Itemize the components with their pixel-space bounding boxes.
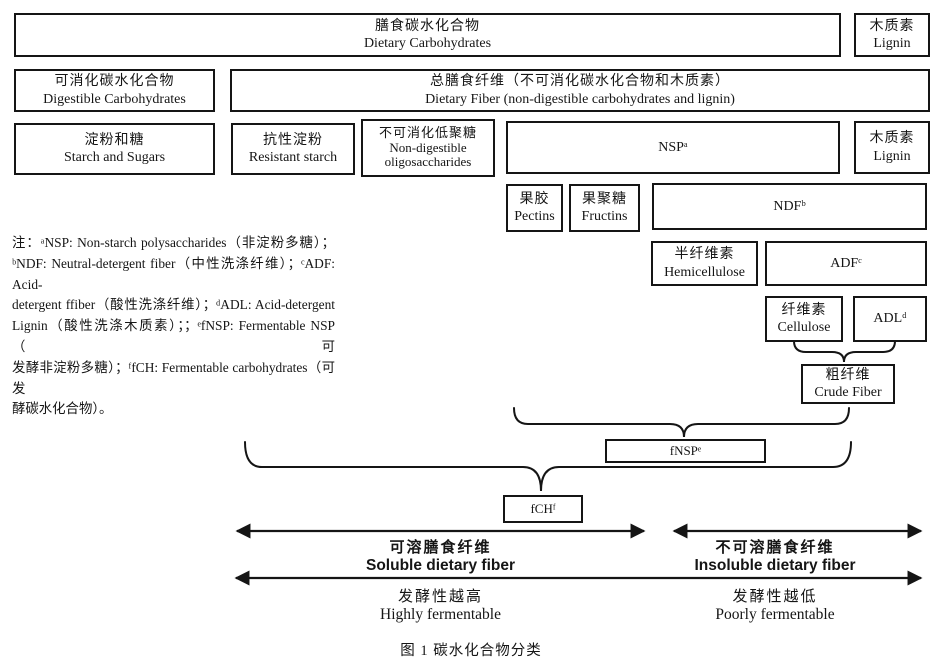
box-fnsp-label: fNSPᵉ	[669, 443, 702, 459]
label-insoluble-zh: 不可溶膳食纤维	[715, 539, 835, 556]
box-fructins-zh: 果聚糖	[582, 191, 627, 207]
footnote-line: detergent ffiber（酸性洗涤纤维）；ᵈADL: Acid-dete…	[12, 297, 335, 313]
box-resistant-starch-en: Resistant starch	[248, 150, 338, 165]
box-hemicellulose: 半纤维素 Hemicellulose	[651, 241, 758, 286]
box-hemicellulose-en: Hemicellulose	[664, 264, 745, 280]
box-pectins-zh: 果胶	[519, 191, 550, 207]
label-poorly-fermentable-en: Poorly fermentable	[715, 606, 835, 623]
box-lignin-right-en: Lignin	[873, 148, 911, 164]
box-digestible-carbohydrates-zh: 可消化碳水化合物	[54, 74, 175, 90]
box-lignin-top: 木质素 Lignin	[854, 13, 930, 57]
box-digestible-carbohydrates-en: Digestible Carbohydrates	[43, 91, 186, 107]
figure-caption: 图 1 碳水化合物分类	[400, 643, 542, 659]
label-poorly-fermentable-zh: 发酵性越低	[732, 589, 818, 605]
box-resistant-starch-zh: 抗性淀粉	[263, 132, 323, 148]
footnote-line: Lignin（酸性洗涤木质素）；；ᵉfNSP: Fermentable NSP（…	[12, 318, 335, 354]
box-crude-fiber-zh: 粗纤维	[825, 367, 871, 383]
box-lignin-top-zh: 木质素	[869, 18, 915, 34]
box-ndf-label: NDFᵇ	[773, 198, 806, 214]
box-digestible-carbohydrates: 可消化碳水化合物 Digestible Carbohydrates	[14, 69, 215, 112]
box-starch-and-sugars-en: Starch and Sugars	[63, 150, 166, 165]
box-crude-fiber: 粗纤维 Crude Fiber	[801, 364, 895, 404]
box-starch-and-sugars-zh: 淀粉和糖	[84, 132, 145, 148]
box-non-digestible-oligosaccharides-en: Non-digestible oligosaccharides	[384, 139, 472, 170]
box-adf-label: ADFᶜ	[830, 255, 862, 271]
box-cellulose-zh: 纤维素	[781, 302, 827, 318]
box-adl-label: ADLᵈ	[873, 311, 907, 327]
box-adl: ADLᵈ	[853, 296, 927, 342]
brace-fnsp-icon	[513, 407, 850, 438]
label-highly-fermentable: 发酵性越高 Highly fermentable	[233, 585, 648, 624]
box-hemicellulose-zh: 半纤维素	[674, 247, 735, 263]
label-soluble-en: Soluble dietary fiber	[365, 557, 515, 574]
footnote: 注：ᵃNSP: Non-starch polysaccharides（非淀粉多糖…	[12, 233, 335, 420]
box-cellulose-en: Cellulose	[777, 320, 831, 335]
label-insoluble-dietary-fiber: 不可溶膳食纤维 Insoluble dietary fiber	[650, 536, 900, 575]
box-pectins: 果胶 Pectins	[506, 184, 563, 232]
box-fnsp: fNSPᵉ	[605, 439, 766, 463]
box-resistant-starch: 抗性淀粉 Resistant starch	[231, 123, 355, 175]
label-soluble-dietary-fiber: 可溶膳食纤维 Soluble dietary fiber	[233, 536, 648, 575]
box-dietary-fiber-en: Dietary Fiber (non-digestible carbohydra…	[425, 91, 735, 107]
box-nsp-label: NSPᵃ	[658, 139, 688, 155]
label-insoluble-en: Insoluble dietary fiber	[694, 557, 856, 574]
box-fructins-en: Fructins	[581, 209, 628, 224]
box-dietary-fiber: 总膳食纤维（不可消化碳水化合物和木质素） Dietary Fiber (non-…	[230, 69, 930, 112]
box-dietary-carbohydrates-en: Dietary Carbohydrates	[363, 36, 492, 51]
box-cellulose: 纤维素 Cellulose	[765, 296, 843, 342]
label-soluble-zh: 可溶膳食纤维	[389, 539, 492, 556]
footnote-line: 发酵非淀粉多糖）；ᶠfCH: Fermentable carbohydrates…	[12, 359, 335, 396]
footnote-line: 酵碳水化合物）。	[12, 401, 113, 417]
box-non-digestible-oligosaccharides-zh: 不可消化低聚糖	[378, 124, 477, 140]
footnote-line: ᵇNDF: Neutral-detergent fiber（中性洗涤纤维）；ᶜA…	[12, 255, 335, 292]
box-dietary-carbohydrates: 膳食碳水化合物 Dietary Carbohydrates	[14, 13, 841, 57]
brace-crude-fiber-icon	[793, 340, 896, 363]
label-highly-fermentable-en: Highly fermentable	[380, 606, 501, 623]
footnote-line: 注：ᵃNSP: Non-starch polysaccharides（非淀粉多糖…	[12, 235, 335, 250]
box-lignin-top-en: Lignin	[873, 36, 911, 51]
box-dietary-carbohydrates-zh: 膳食碳水化合物	[375, 18, 480, 34]
box-pectins-en: Pectins	[514, 209, 555, 224]
box-ndf: NDFᵇ	[652, 183, 927, 230]
box-fch: fCHᶠ	[503, 495, 583, 523]
label-poorly-fermentable: 发酵性越低 Poorly fermentable	[650, 585, 900, 624]
brace-fch-icon	[244, 441, 852, 492]
box-crude-fiber-en: Crude Fiber	[814, 385, 882, 400]
box-nsp: NSPᵃ	[506, 121, 840, 174]
box-non-digestible-oligosaccharides: 不可消化低聚糖 Non-digestible oligosaccharides	[361, 119, 495, 177]
box-fructins: 果聚糖 Fructins	[569, 184, 640, 232]
box-fch-label: fCHᶠ	[530, 501, 556, 517]
box-lignin-right-zh: 木质素	[869, 131, 915, 147]
box-starch-and-sugars: 淀粉和糖 Starch and Sugars	[14, 123, 215, 175]
box-lignin-right: 木质素 Lignin	[854, 121, 930, 174]
box-adf: ADFᶜ	[765, 241, 927, 286]
label-highly-fermentable-zh: 发酵性越高	[397, 589, 483, 605]
box-dietary-fiber-zh: 总膳食纤维（不可消化碳水化合物和木质素）	[430, 74, 730, 90]
